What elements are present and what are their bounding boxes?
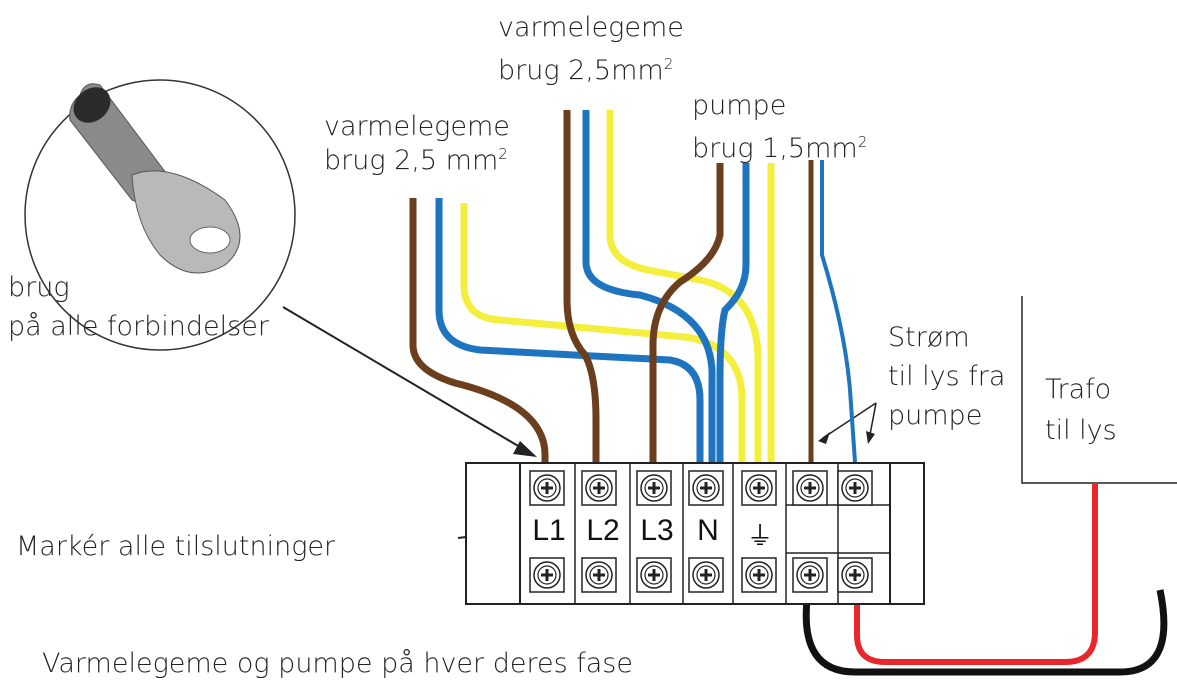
heater2-blue	[582, 110, 716, 462]
screw-icon	[792, 470, 828, 506]
heater1-yellow	[460, 203, 746, 462]
screw-icon	[837, 557, 873, 593]
lug-label: brug på alle forbindelser	[8, 272, 269, 343]
ring-lug-icon	[69, 83, 241, 274]
terminal-screws	[529, 470, 873, 593]
ring-lug-inset	[24, 79, 296, 351]
terminal-label-n: N	[697, 514, 719, 547]
footer-label: Varmelegeme og pumpe på hver deres fase	[42, 648, 633, 679]
heater2-label: varmelegeme brug 2,5mm2	[498, 12, 684, 87]
terminal-label-l1: L1	[532, 514, 566, 547]
lug-arrowhead	[513, 441, 537, 457]
transformer-label: Trafo til lys	[1045, 374, 1117, 446]
terminal-label-l3: L3	[640, 514, 674, 547]
terminal-label-l2: L2	[586, 514, 620, 547]
light-blue	[820, 160, 857, 463]
lug-arrow	[282, 306, 526, 451]
screw-icon	[837, 470, 873, 506]
screw-icon	[741, 557, 777, 593]
pump-brown	[649, 163, 724, 462]
pump-label: pumpe brug 1,5mm2	[692, 90, 868, 165]
black-wire	[802, 589, 1168, 676]
screw-icon	[792, 557, 828, 593]
screw-icon	[581, 557, 617, 593]
heater2-brown	[563, 110, 600, 462]
pump-blue	[716, 163, 750, 462]
screw-icon	[636, 470, 672, 506]
red-wire	[854, 483, 1098, 665]
screw-icon	[741, 470, 777, 506]
screw-icon	[581, 470, 617, 506]
light-power-label: Strøm til lys fra pumpe	[888, 322, 1006, 432]
heater2-yellow	[606, 110, 762, 462]
screw-icon	[529, 557, 565, 593]
screw-icon	[688, 470, 724, 506]
screw-icon	[688, 557, 724, 593]
screw-icon	[529, 470, 565, 506]
heater1-brown	[409, 198, 549, 462]
mark-all-label: Markér alle tilslutninger	[16, 531, 336, 562]
transformer-box	[1021, 296, 1177, 484]
heater1-label: varmelegeme brug 2,5 mm2	[324, 111, 510, 176]
terminal-label-ground: ⏚	[746, 521, 773, 551]
screw-icon	[636, 557, 672, 593]
heater1-blue	[435, 198, 704, 462]
